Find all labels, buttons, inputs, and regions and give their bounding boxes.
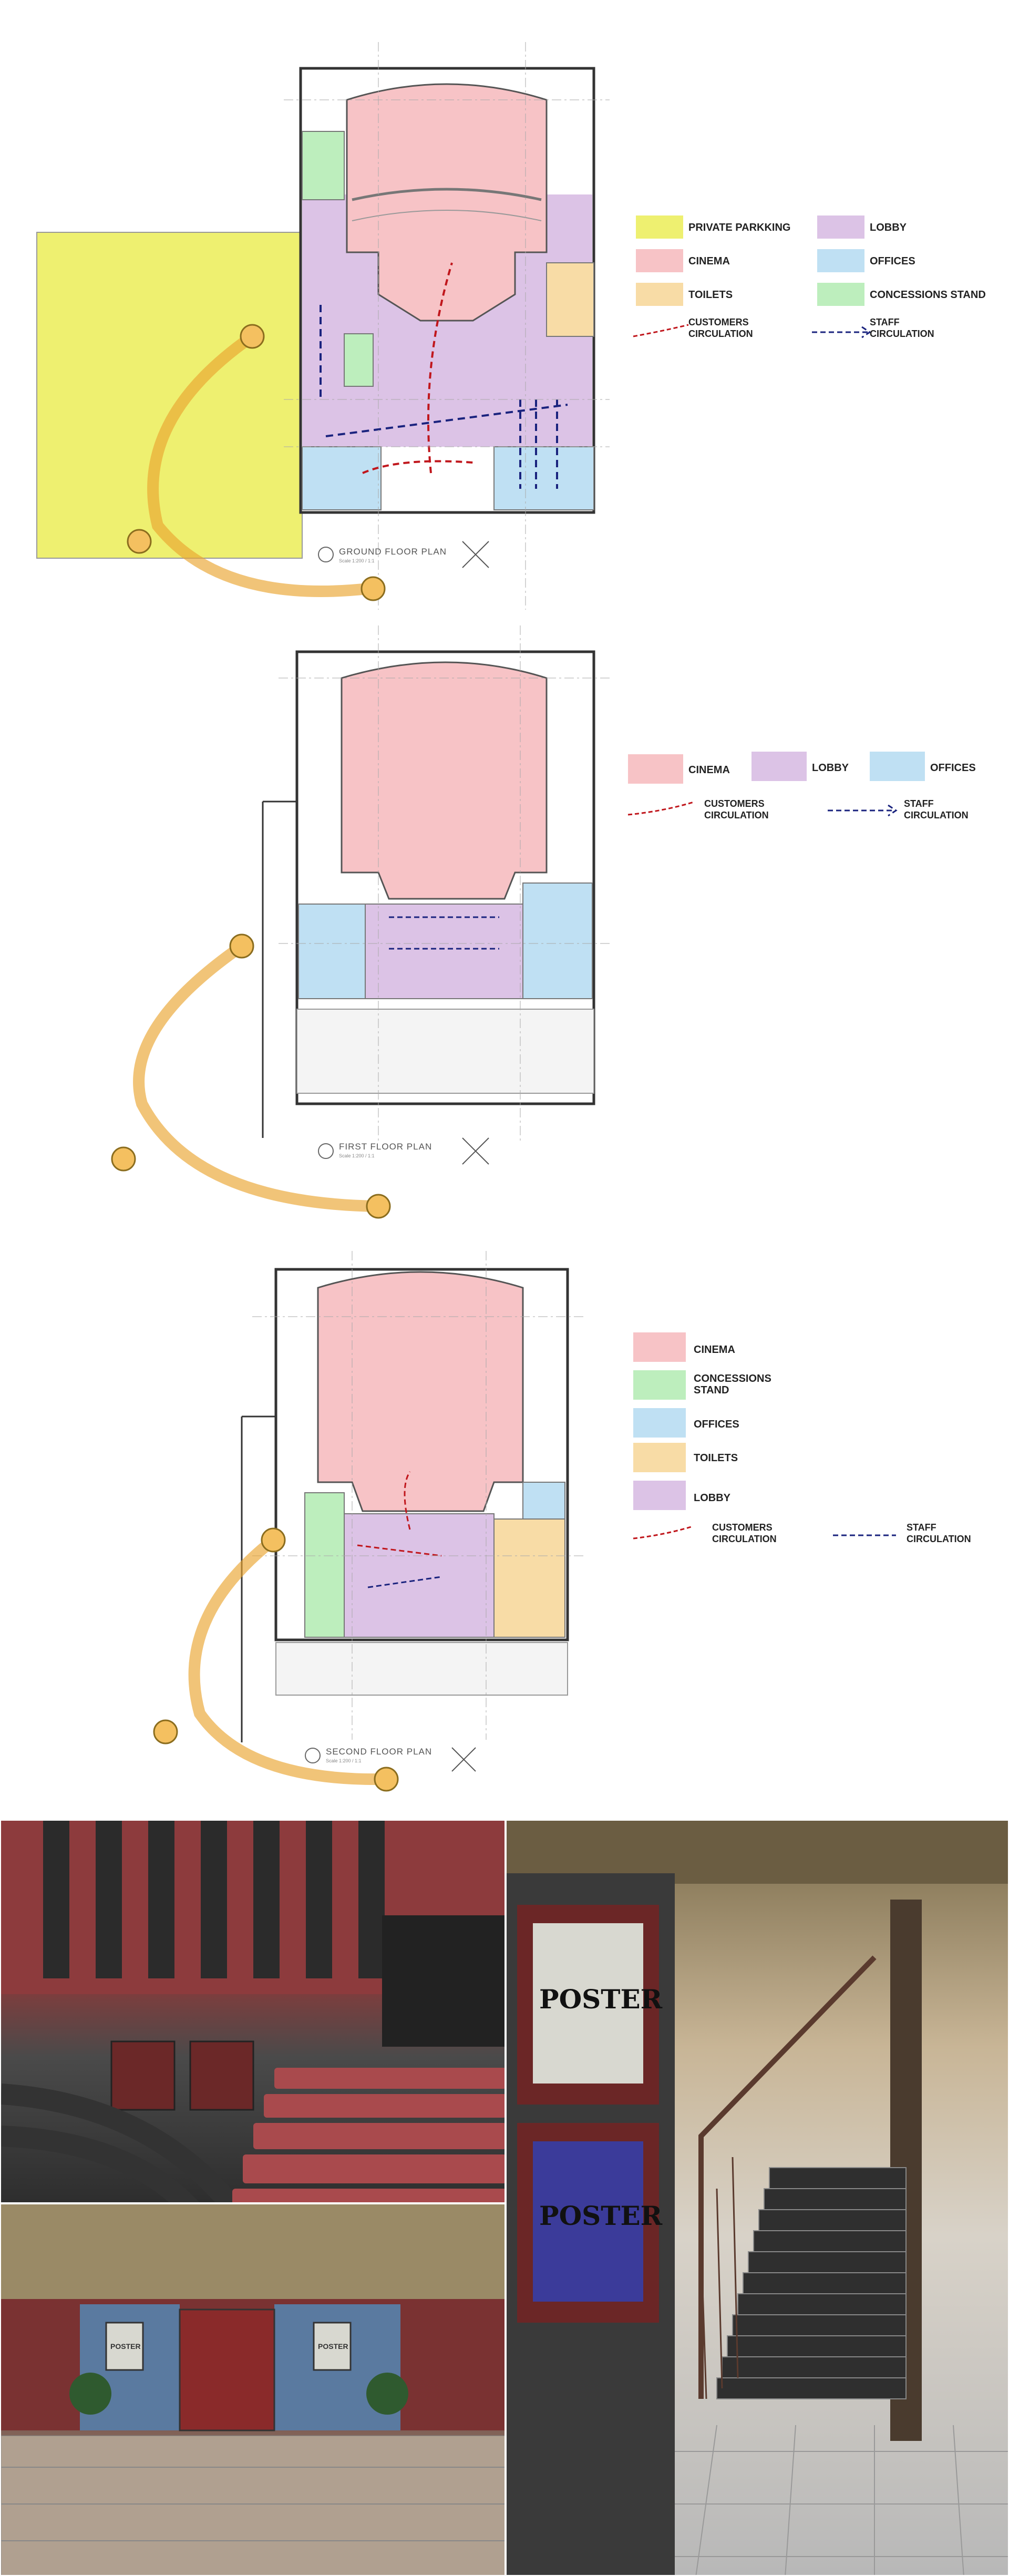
legend-label-customers: CUSTOMERS CIRCULATION: [688, 317, 753, 339]
cinema-hall: [317, 1271, 524, 1512]
legend-label-toilets: TOILETS: [688, 289, 733, 301]
lobby-stairs-illustration: [507, 1821, 1008, 2575]
plan-scale: Scale 1:200 / 1:1: [339, 1153, 375, 1158]
private-parking-area: [36, 232, 303, 559]
lobby-area: [365, 904, 523, 999]
legend-label-staff: STAFF CIRCULATION: [904, 798, 969, 820]
offices-area: [298, 904, 366, 999]
cinema-seats-illustration: [1, 1821, 504, 2202]
customers-arrow-icon: [633, 324, 689, 337]
toilets-area: [546, 262, 594, 337]
legend-swatch-cinema: [636, 249, 683, 272]
legend-swatch-cinema: [628, 754, 683, 784]
legend-label-customers: CUSTOMERS CIRCULATION: [704, 798, 769, 820]
legend-label-offices: OFFICES: [930, 762, 976, 774]
first-floor-plan: [111, 625, 610, 1219]
poster-1: POSTER: [539, 1984, 663, 2015]
second-legend: CINEMA CONCESSIONS STAND OFFICES TOILETS…: [628, 1332, 996, 1564]
legend-label-concessions: CONCESSIONS STAND: [870, 289, 986, 301]
legend-swatch-lobby: [817, 215, 864, 239]
legend-swatch-concessions: [633, 1370, 686, 1400]
staff-arrow-icon: [833, 1534, 896, 1536]
legend-label-lobby: LOBBY: [694, 1492, 730, 1504]
ground-floor-plan: [36, 42, 610, 610]
legend-label-offices: OFFICES: [870, 255, 915, 267]
legend-label-cinema: CINEMA: [688, 764, 730, 776]
legend-label-staff: STAFF CIRCULATION: [907, 1522, 971, 1544]
ground-legend: PRIVATE PARKKING LOBBY CINEMA OFFICES TO…: [631, 215, 998, 352]
poster-2: POSTER: [539, 2200, 663, 2231]
plan-scale: Scale 1:200 / 1:1: [339, 558, 375, 563]
legend-swatch-cinema: [633, 1332, 686, 1362]
poster-4: POSTER: [318, 2342, 348, 2351]
staff-arrow-icon: [828, 804, 898, 817]
cinema-hall: [341, 661, 548, 900]
poster-3: POSTER: [110, 2342, 141, 2351]
first-legend: CINEMA LOBBY OFFICES CUSTOMERS CIRCULATI…: [625, 752, 993, 836]
plan-caption: GROUND FLOOR PLAN: [339, 547, 447, 557]
render-lobby-stairs: POSTER POSTER: [506, 1820, 1009, 2576]
legend-label-lobby: LOBBY: [870, 222, 907, 233]
concessions-area: [302, 131, 345, 200]
legend-label-customers: CUSTOMERS CIRCULATION: [712, 1522, 777, 1544]
offices-area: [522, 1482, 565, 1520]
legend-swatch-offices: [870, 752, 925, 781]
legend-swatch-toilets: [636, 283, 683, 306]
legend-swatch-offices: [817, 249, 864, 272]
legend-swatch-lobby: [751, 752, 807, 781]
render-cinema-hall: [0, 1820, 506, 2203]
staff-arrow-icon: [812, 326, 871, 338]
legend-label-concessions: CONCESSIONS STAND: [694, 1373, 771, 1396]
plan-caption: SECOND FLOOR PLAN: [326, 1747, 433, 1757]
legend-swatch-concessions: [817, 283, 864, 306]
legend-label-lobby: LOBBY: [812, 762, 849, 774]
toilets-area: [493, 1518, 565, 1638]
legend-swatch-parking: [636, 215, 683, 239]
legend-swatch-lobby: [633, 1481, 686, 1510]
legend-label-parking: PRIVATE PARKKING: [688, 222, 791, 233]
entrance-illustration: [1, 2204, 504, 2575]
legend-label-toilets: TOILETS: [694, 1452, 738, 1464]
legend-swatch-offices: [633, 1408, 686, 1438]
plan-caption: FIRST FLOOR PLAN: [339, 1142, 433, 1152]
customers-arrow-icon: [633, 1526, 692, 1540]
concessions-area: [304, 1492, 345, 1638]
lobby-area: [344, 1513, 495, 1638]
cinema-hall: [346, 83, 548, 322]
offices-area: [302, 446, 382, 510]
second-floor-plan: [153, 1251, 583, 1792]
legend-label-cinema: CINEMA: [688, 255, 730, 267]
legend-swatch-toilets: [633, 1443, 686, 1472]
customers-arrow-icon: [627, 801, 694, 816]
legend-label-staff: STAFF CIRCULATION: [870, 317, 934, 339]
legend-label-offices: OFFICES: [694, 1419, 739, 1430]
legend-label-cinema: CINEMA: [694, 1344, 735, 1356]
render-entrance: POSTER POSTER: [0, 2203, 506, 2576]
plan-scale: Scale 1:200 / 1:1: [326, 1758, 362, 1763]
